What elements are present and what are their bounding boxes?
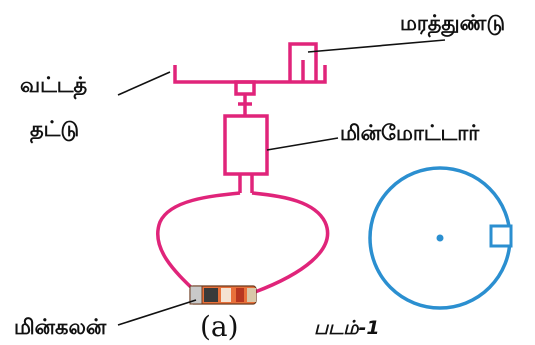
disc-center-dot [436, 234, 444, 242]
disc-top-view [368, 166, 513, 310]
wooden-block-top-view [489, 224, 513, 248]
figure-label: படம்-1 [314, 317, 380, 339]
label-disc-line2: தட்டு [30, 117, 79, 144]
caption-a: (a) [200, 310, 239, 343]
label-battery: மின்கலன் [14, 315, 107, 339]
leader-battery [117, 299, 197, 326]
leader-motor [266, 137, 339, 151]
battery [189, 285, 257, 305]
disc-side-view [173, 42, 327, 116]
motor-body [223, 114, 269, 176]
leader-disc [117, 71, 171, 96]
label-motor: மின்மோட்டார் [340, 121, 480, 145]
label-disc-line1: வட்டத் [20, 73, 88, 100]
wire-loop [156, 191, 330, 294]
label-wooden-block: மரத்துண்டு [400, 11, 505, 38]
leader-lines [117, 39, 446, 326]
motor-terminals [238, 174, 254, 193]
leader-wooden-block [307, 39, 446, 53]
spindle-coupling [234, 80, 256, 96]
wooden-block [288, 42, 318, 82]
